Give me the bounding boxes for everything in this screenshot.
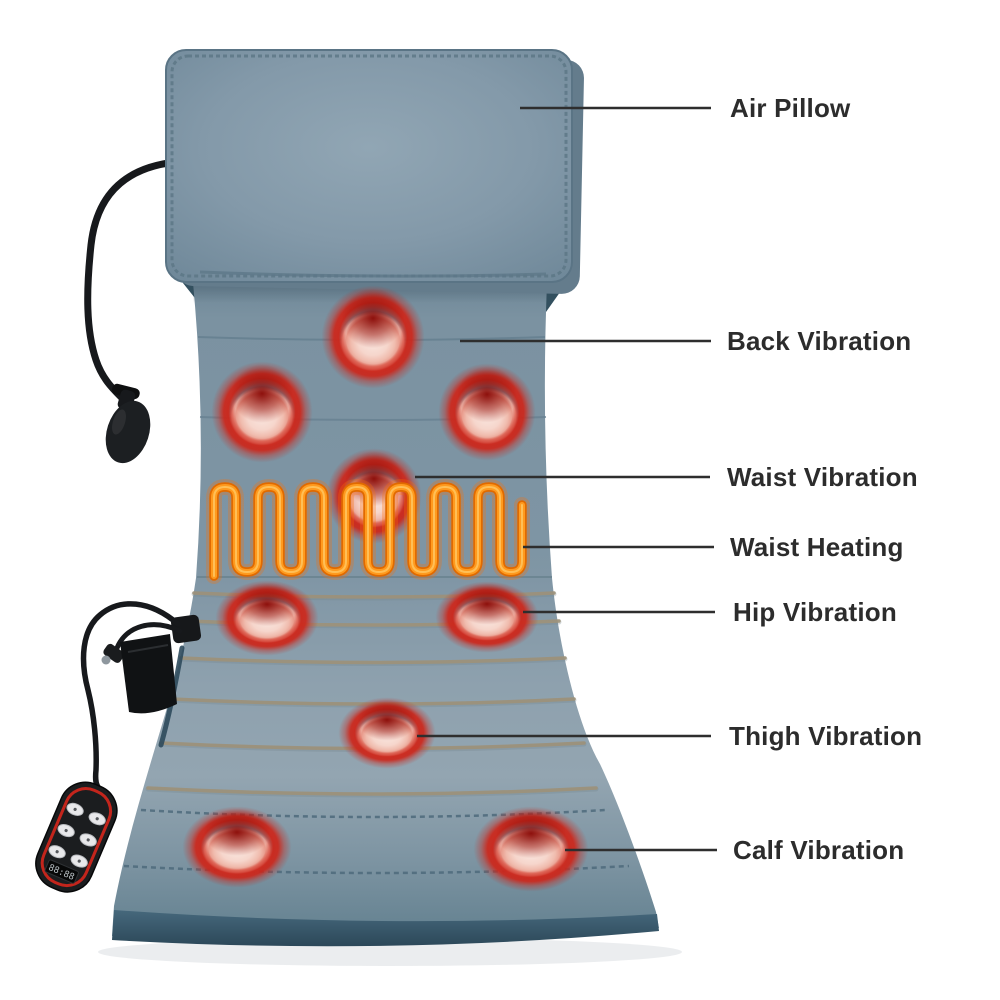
remote-display [44,859,79,884]
remote-red-trim [40,787,113,888]
barrel-plug [103,643,125,663]
plug-tip [101,655,111,665]
leader-lines [415,106,717,852]
air-tube [84,158,180,401]
connector-cable [114,622,183,651]
pillow-bottom-seam [199,270,547,278]
callout-thigh-vibration: Thigh Vibration [729,721,923,751]
pouch-fold [127,644,169,653]
callout-hip-vibration: Hip Vibration [733,597,897,627]
remote-buttons [48,802,106,868]
air-pillow [165,49,573,283]
callout-air-pillow: Air Pillow [730,93,851,123]
mat-front-rim [112,910,659,947]
callout-calf-vibration: Calf Vibration [733,835,905,865]
remote-control: 88:88 [35,781,118,893]
waist-heating-wire [206,479,530,584]
callout-back-vibration: Back Vibration [727,326,912,356]
air-pump-bulb [105,383,151,464]
remote-cable [80,601,181,790]
callout-waist-heating: Waist Heating [730,532,904,562]
storage-pouch [120,634,177,714]
cable-assembly [80,601,202,790]
callout-waist-vibration: Waist Vibration [727,462,918,492]
